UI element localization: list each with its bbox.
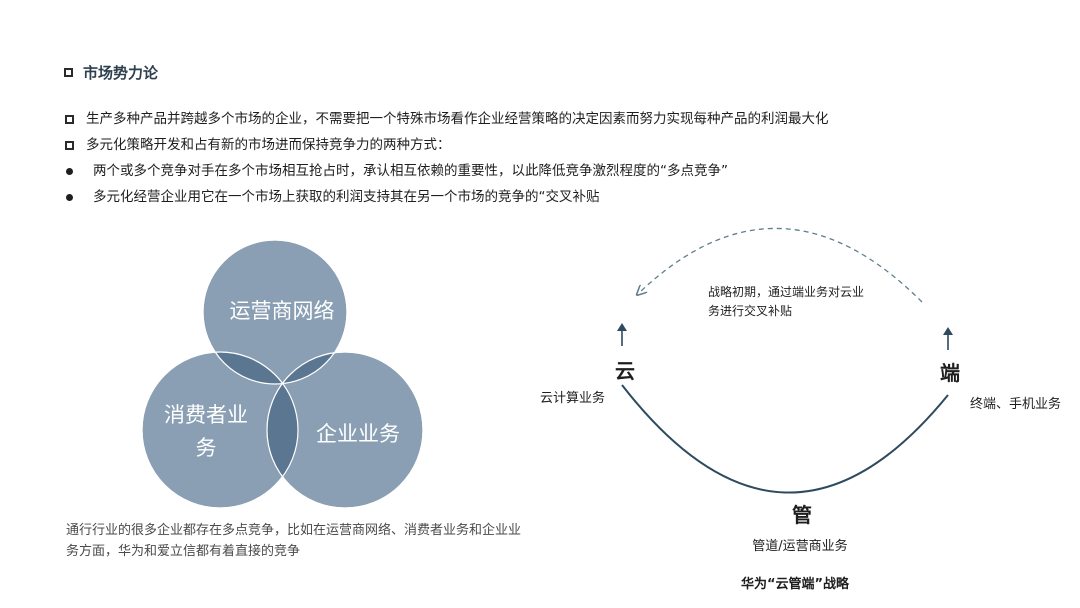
venn-label-left-1: 消费者业 [164,403,248,427]
arc-note-line-1: 战略初期，通过端业务对云业 [708,284,864,299]
bullet-text: 多元化经营企业用它在一个市场上获取的利润支持其在另一个市场的竞争的“交叉补贴 [93,189,600,205]
pipe-label: 管 [792,503,812,527]
bullet-text: 生产多种产品并跨越多个市场的企业，不需要把一个特殊市场看作企业经营策略的决定因素… [86,111,829,127]
square-bullet-icon [64,68,73,77]
dashed-arrow-arc [640,227,923,303]
square-bullet-icon [65,140,74,150]
bullet-item: 两个或多个竞争对手在多个市场相互抢占时，承认相互依赖的重要性，以此降低竞争激烈程… [64,158,829,184]
section-title-row: 市场势力论 [64,62,158,83]
main-arc [621,384,949,494]
dot-bullet-icon [66,167,73,175]
venn-label-top: 运营商网络 [230,299,335,323]
bullet-item: 多元化策略开发和占有新的市场进而保持竞争力的两种方式： [64,132,829,158]
square-bullet-icon [65,114,74,124]
arc-note-line-2: 务进行交叉补贴 [708,303,792,318]
venn-label-left-2: 务 [196,436,217,460]
device-label: 端 [940,361,960,385]
cloud-label: 云 [615,359,635,383]
bullet-text: 多元化策略开发和占有新的市场进而保持竞争力的两种方式： [86,137,451,153]
up-arrow-icon [943,327,953,350]
bullet-text: 两个或多个竞争对手在多个市场相互抢占时，承认相互依赖的重要性，以此降低竞争激烈程… [93,163,728,179]
device-desc: 终端、手机业务 [970,396,1061,412]
cloud-pipe-device-diagram: 战略初期，通过端业务对云业 务进行交叉补贴 云 云计算业务 端 终端、手机业务 … [540,227,1061,592]
section-title: 市场势力论 [83,64,159,82]
bullet-item: 生产多种产品并跨越多个市场的企业，不需要把一个特殊市场看作企业经营策略的决定因素… [64,106,829,132]
venn-caption: 通行行业的很多企业都存在多点竞争，比如在运营商网络、消费者业务和企业业务方面，华… [66,523,522,559]
dot-bullet-icon [66,193,73,201]
venn-diagram: 运营商网络 消费者业 务 企业业务 [141,239,424,509]
up-arrow-icon [617,323,627,346]
pipe-desc: 管道/运营商业务 [752,538,847,554]
bullet-list: 生产多种产品并跨越多个市场的企业，不需要把一个特殊市场看作企业经营策略的决定因素… [64,106,829,210]
venn-label-right: 企业业务 [316,422,400,446]
cloud-desc: 云计算业务 [540,390,605,406]
strategy-caption: 华为“云管端”战略 [741,576,850,592]
bullet-item: 多元化经营企业用它在一个市场上获取的利润支持其在另一个市场的竞争的“交叉补贴 [64,184,829,210]
